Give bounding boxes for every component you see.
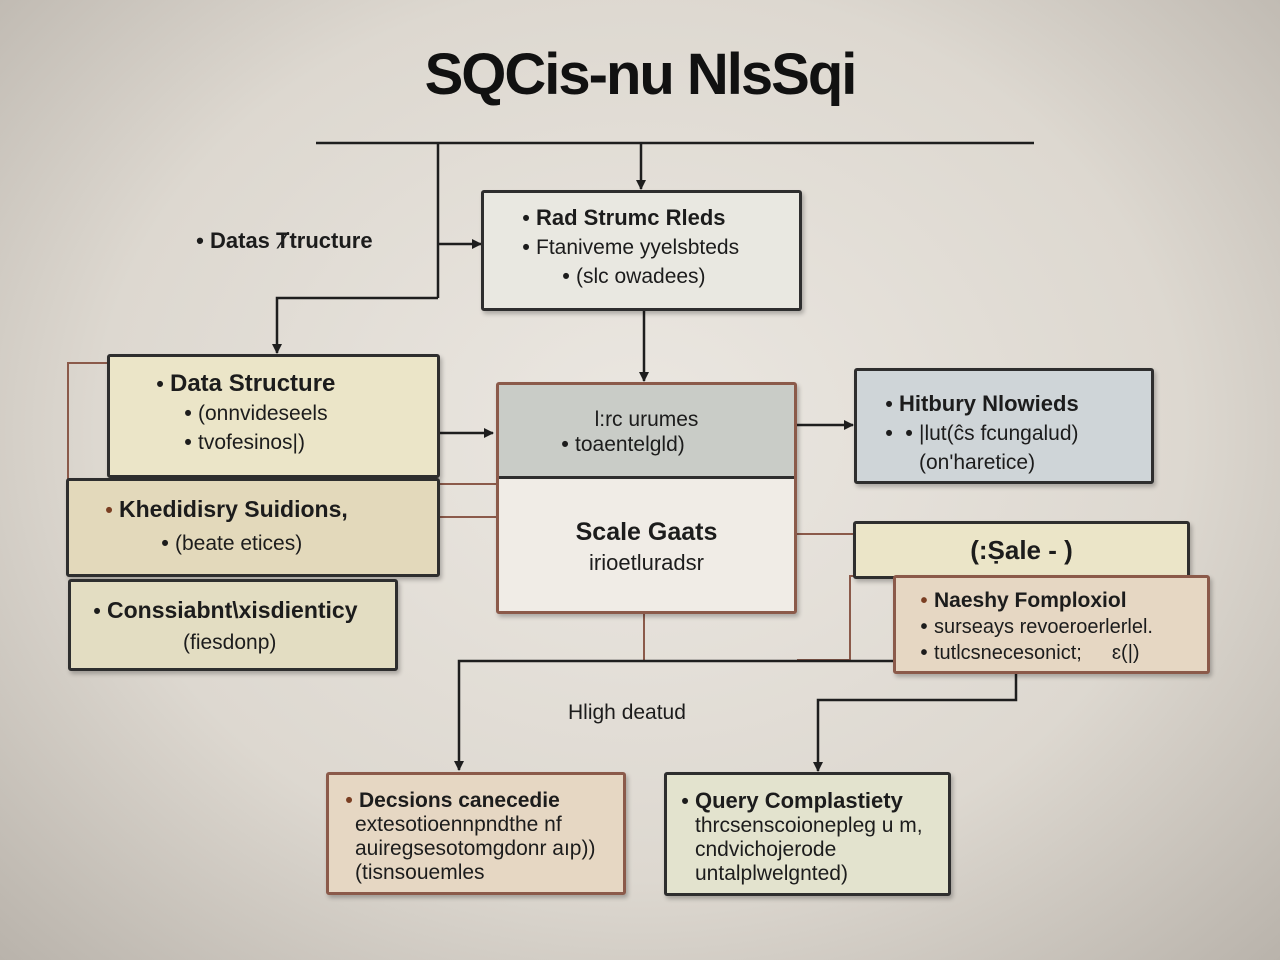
bullet-dot: • xyxy=(885,393,893,416)
center-box: l:rc urumes • toaentelgld) Scale Gaats ir… xyxy=(496,382,797,614)
decisions-line-2: extesotioennpndthe nf xyxy=(355,813,562,836)
hitbury-row-2: • • |lut(ĉs fcungalud) xyxy=(879,419,1151,448)
decisions-line-4: (tisnsouemles xyxy=(355,861,485,884)
decisions-heading: Decsions canecedie xyxy=(359,789,560,812)
query-row-1: • Query Complastiety xyxy=(675,789,948,814)
hitbury-line-2: |lut(ĉs fcungalud) xyxy=(919,422,1079,445)
naeshy-line-3b: ɛ(|) xyxy=(1111,642,1140,664)
bullet-dot: • xyxy=(681,790,689,813)
bullet-dot: • xyxy=(522,207,530,230)
decisions-box: • Decsions canecedie extesotioennpndthe n… xyxy=(326,772,626,895)
bullet-dot: • xyxy=(920,642,928,664)
query-line-2: thrcsenscoionepleg u m, xyxy=(695,814,923,837)
hitbury-line-3: (on'haretice) xyxy=(919,451,1036,474)
top-box-line-2: Ftaniveme yyelsbteds xyxy=(536,236,740,259)
arrow-to-data-structure xyxy=(272,296,438,354)
center-head-row-2: • toaentelgld) xyxy=(555,430,685,459)
naeshy-row-1: • Naeshy Fomploxiol xyxy=(914,588,1207,614)
query-row-2: thrcsenscoionepleg u m, xyxy=(675,814,948,838)
bullet-dot: • xyxy=(885,422,893,445)
bullet-dot: • xyxy=(345,789,353,812)
decisions-row-2: extesotioennpndthe nf xyxy=(339,813,623,837)
query-heading: Query Complastiety xyxy=(695,788,903,813)
hitbury-row-1: • Hitbury Nlowieds xyxy=(879,389,1151,419)
top-box: •Rad Strumc Rleds •Ftaniveme yyelsbteds … xyxy=(481,190,802,311)
data-structure-row-1: • Data Structure xyxy=(150,369,437,399)
data-structure-row-2: • (onnvideseels xyxy=(150,399,437,428)
khedidisry-row-2: • (beate etices) xyxy=(99,529,437,558)
link-center-naeshy xyxy=(797,575,893,661)
center-body-subtitle: irioetluradsr xyxy=(589,550,704,575)
consistency-box: • Conssiabnt\xisdienticy (fiesdonp) xyxy=(68,579,398,671)
query-box: • Query Complastiety thrcsenscoionepleg u… xyxy=(664,772,951,896)
khedidisry-row-1: • Khedidisry Suidions, xyxy=(99,495,437,525)
naeshy-heading: Naeshy Fomploxiol xyxy=(934,589,1127,612)
data-structure-box: • Data Structure • (onnvideseels • tvofesin… xyxy=(107,354,440,478)
khedidisry-box: • Khedidisry Suidions, • (beate etices) xyxy=(66,478,440,577)
data-structure-row-3: • tvofesinos|) xyxy=(150,428,437,457)
query-row-4: untalplwelgnted) xyxy=(675,862,948,886)
top-box-heading: Rad Strumc Rleds xyxy=(536,205,726,230)
khedidisry-heading: Khedidisry Suidions, xyxy=(119,496,348,522)
hitbury-heading: Hitbury Nlowieds xyxy=(899,391,1079,416)
bullet-dot: • xyxy=(196,228,204,253)
bullet-dot: • xyxy=(161,532,169,555)
naeshy-box: • Naeshy Fomploxiol • surseays revoeroerle… xyxy=(893,575,1210,674)
center-head-line-1: l:rc urumes xyxy=(594,408,699,431)
bullet-dot: • xyxy=(93,600,101,623)
consistency-row-2: (fiesdonp) xyxy=(87,628,395,657)
center-body-title: Scale Gaats xyxy=(575,518,718,546)
consistency-row-1: • Conssiabnt\xisdienticy xyxy=(87,596,395,626)
decisions-line-3: auiregsesotomgdonr aıp)) xyxy=(355,837,596,860)
hitbury-box: • Hitbury Nlowieds • • |lut(ĉs fcungalud) (… xyxy=(854,368,1154,484)
decisions-row-1: • Decsions canecedie xyxy=(339,789,623,813)
hitbury-row-3: (on'haretice) xyxy=(879,448,1151,477)
bullet-dot: • xyxy=(156,373,164,396)
center-head-line-2: toaentelgld) xyxy=(575,433,685,456)
arrow-to-query xyxy=(813,674,1018,772)
diagram-title: SQCis-nu NlsSqi xyxy=(424,42,858,107)
data-structure-line-3: tvofesinos|) xyxy=(198,431,305,454)
datas-structure-text: Datas Ⱦtructure xyxy=(210,228,373,253)
decisions-row-4: (tisnsouemles xyxy=(339,861,623,885)
bullet-dot: • xyxy=(184,431,192,454)
data-structure-heading: Data Structure xyxy=(170,370,336,397)
datas-structure-label: •Datas Ⱦtructure xyxy=(190,228,373,254)
consistency-line-2: (fiesdonp) xyxy=(183,631,277,654)
query-line-4: untalplwelgnted) xyxy=(695,862,848,885)
bullet-dot: • xyxy=(920,590,928,612)
scale-label: (:Ṣale - ) xyxy=(970,535,1073,565)
query-row-3: cndvichojerode xyxy=(675,838,948,862)
center-box-header: l:rc urumes • toaentelgld) xyxy=(499,385,794,479)
consistency-heading: Conssiabnt\xisdienticy xyxy=(107,597,358,623)
naeshy-line-3: tutlcsnecesonict; xyxy=(934,642,1082,664)
naeshy-row-2: • surseays revoeroerlerlel. xyxy=(914,614,1207,640)
bullet-dot: • xyxy=(184,402,192,425)
naeshy-row-3: • tutlcsnecesonict; ɛ(|) xyxy=(914,640,1207,666)
bullet-dot: • xyxy=(522,236,530,259)
top-box-row-1: • Rad Strumc Rleds xyxy=(516,203,799,233)
top-box-row-3: • (slc owadees) xyxy=(516,262,799,291)
top-box-row-2: • Ftaniveme yyelsbteds xyxy=(516,233,799,262)
center-annotation: Hligh deatud xyxy=(568,701,686,724)
naeshy-line-2: surseays revoeroerlerlel. xyxy=(934,616,1153,638)
decisions-row-3: auiregsesotomgdonr aıp)) xyxy=(339,837,623,861)
bullet-dot: • xyxy=(920,616,928,638)
bullet-dot: • xyxy=(562,265,570,288)
scale-box: (:Ṣale - ) xyxy=(853,521,1190,579)
bullet-dot: • xyxy=(105,499,113,522)
top-box-line-3: (slc owadees) xyxy=(576,265,706,288)
left-bracket-line xyxy=(67,362,108,480)
bullet-dot: • xyxy=(561,433,569,456)
bullet-dot: • xyxy=(905,422,913,445)
query-line-3: cndvichojerode xyxy=(695,838,837,861)
khedidisry-line-2: (beate etices) xyxy=(175,532,303,555)
data-structure-line-2: (onnvideseels xyxy=(198,402,328,425)
arrow-to-decisions xyxy=(454,659,893,771)
